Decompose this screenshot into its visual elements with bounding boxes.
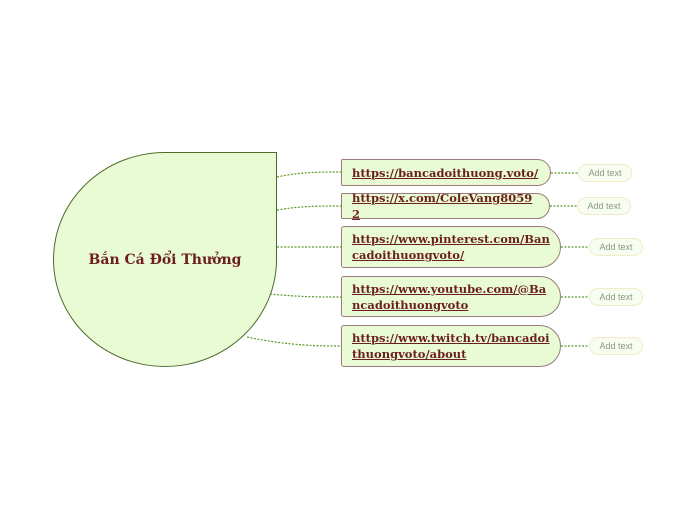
topic-link-1[interactable]: https://bancadoithuong.voto/ (341, 159, 551, 186)
link-text[interactable]: https://www.twitch.tv/bancadoithuongvoto… (352, 331, 550, 361)
link-text[interactable]: https://www.youtube.com/@Bancadoithuongv… (352, 281, 547, 312)
central-topic-title: Bắn Cá Đổi Thưởng (88, 251, 242, 268)
add-text-button[interactable]: Add text (589, 238, 643, 256)
connector-4 (269, 293, 342, 298)
topic-link-2[interactable]: https://x.com/ColeVang80592 (341, 191, 550, 221)
link-text[interactable]: https://x.com/ColeVang80592 (352, 191, 533, 221)
add-text-button[interactable]: Add text (589, 337, 643, 355)
topic-link-4[interactable]: https://www.youtube.com/@Bancadoithuongv… (341, 276, 561, 317)
connector-5 (246, 336, 342, 347)
connector-2 (276, 205, 342, 211)
add-text-button[interactable]: Add text (578, 164, 632, 182)
connector-1 (276, 171, 342, 178)
link-text[interactable]: https://bancadoithuong.voto/ (352, 165, 539, 180)
link-text[interactable]: https://www.pinterest.com/Bancadoithuong… (352, 232, 550, 262)
central-topic[interactable]: Bắn Cá Đổi Thưởng (53, 152, 277, 367)
add-text-button[interactable]: Add text (589, 288, 643, 306)
topic-link-3[interactable]: https://www.pinterest.com/Bancadoithuong… (341, 226, 561, 268)
topic-link-5[interactable]: https://www.twitch.tv/bancadoithuongvoto… (341, 325, 561, 367)
add-text-button[interactable]: Add text (577, 197, 631, 215)
